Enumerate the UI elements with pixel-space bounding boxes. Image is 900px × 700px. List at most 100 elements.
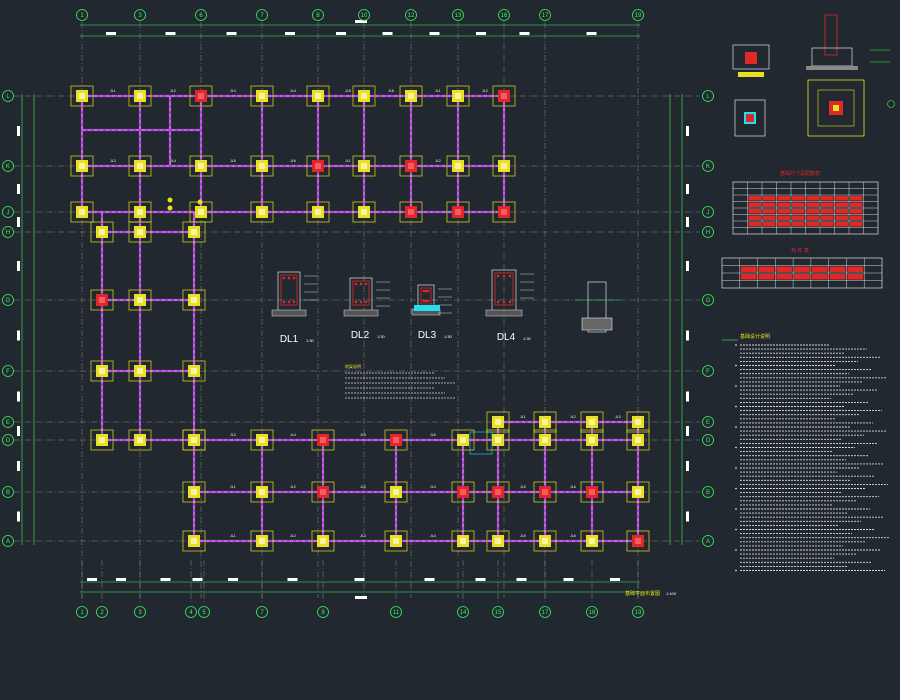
footing-outline [311,481,335,503]
footing-core [408,209,414,215]
axis-bubble-bottom-label: 14 [460,610,467,616]
axis-bubble-left-label: D [6,438,11,444]
axis-bubble-top-label: 3 [138,13,142,19]
section-scale-dl1: 1:30 [306,338,315,343]
dimension-text [17,261,20,271]
pile-dot [197,199,203,205]
rebar-dot [287,300,291,304]
table-cell-filled [740,274,757,280]
axis-bubble-left [2,206,14,218]
axis-bubble-top [539,9,551,21]
plan-scale: 1:100 [666,591,677,596]
footing-outline [352,201,376,223]
footing-outline [626,481,650,503]
rebar-dot [292,276,296,280]
note-bullet [735,344,737,346]
dimension-text [686,126,689,136]
footing-core [542,538,548,544]
table-cell-filled [794,266,810,272]
detail-section-b-base [806,66,858,70]
footing-outline [250,530,274,552]
detail-section-a [732,44,770,70]
footing-outline [70,201,94,223]
axis-bubble-left [2,90,14,102]
footing-outline [311,530,335,552]
footing-core [191,489,197,495]
axis-bubble-bottom [96,606,108,618]
footing-outline [492,201,516,223]
note-bullet [735,446,737,449]
axis-bubble-top-label: 10 [361,13,368,19]
axis-bubble-top [256,9,268,21]
table-cell-filled [806,196,819,201]
beam-label: JL5 [360,433,366,437]
table-cell-filled [763,209,776,214]
axis-bubble-bottom-label: 4 [189,610,193,616]
section-base [485,309,523,317]
design-notes [345,339,889,572]
footing-core [320,538,326,544]
rebar-dot [426,289,430,293]
axis-bubble-bottom-label: 19 [635,610,642,616]
footing-outline [533,481,557,503]
footing-outline [128,85,152,107]
axis-bubble-right-label: J [707,210,710,216]
rebar-dot [422,299,426,303]
notes-title: 基础设计说明 [740,333,770,340]
beam-label: JL4 [430,485,436,489]
rebar-dot [364,300,368,304]
footing-outline [90,360,114,382]
footing-outline [492,155,516,177]
axis-bubble-bottom-label: 5 [202,610,206,616]
footing-outline [311,429,335,451]
axis-bubble-top-label: 6 [199,13,203,19]
footing-outline [128,155,152,177]
dimension-text [17,461,20,471]
footing-outline [399,155,423,177]
axis-bubble-bottom [492,606,504,618]
beam-label: JL2 [570,415,576,419]
table-cell-filled [811,266,828,272]
table-cell-filled [763,215,776,220]
footing-core [79,209,85,215]
footing-core [589,437,595,443]
footing-core [635,437,641,443]
footing-core [408,163,414,169]
rebar-dot [292,300,296,304]
footing-core [635,538,641,544]
axis-bubble-bottom [457,606,469,618]
beam-label: JL2 [290,485,296,489]
table-cell-filled [806,222,819,227]
footing-core [495,489,501,495]
axis-bubble-bottom [185,606,197,618]
axis-bubble-left-label: J [7,210,10,216]
section-scale-dl3: 1:30 [444,334,453,339]
dimension-text [285,32,295,35]
footing-outline [189,85,213,107]
footing-core [501,93,507,99]
table-cell-filled [792,215,805,220]
footing-core [589,489,595,495]
dimension-text [354,578,365,581]
footing-outline [580,481,604,503]
dimension-text [686,426,689,436]
axis-bubble-bottom-label: 2 [100,610,104,616]
axis-bubble-right-label: K [706,164,710,170]
axis-bubble-right [702,294,714,306]
table-cell-filled [835,202,848,207]
footing-core [137,93,143,99]
footing-core [495,538,501,544]
dimension-text [686,217,689,227]
dimension-text [17,391,20,402]
footing-core [198,209,204,215]
axis-bubble-left-label: A [6,539,10,545]
dimension-text [336,32,346,35]
axis-bubble-bottom-label: 7 [260,610,264,616]
table-cell-filled [794,274,810,280]
rebar-dot [287,276,291,280]
rebar-dot [359,282,363,286]
axis-bubble-right-label: F [706,369,710,375]
footing-outline [306,85,330,107]
axis-bubble-right [702,416,714,428]
axis-bubble-bottom-label: 3 [138,610,142,616]
